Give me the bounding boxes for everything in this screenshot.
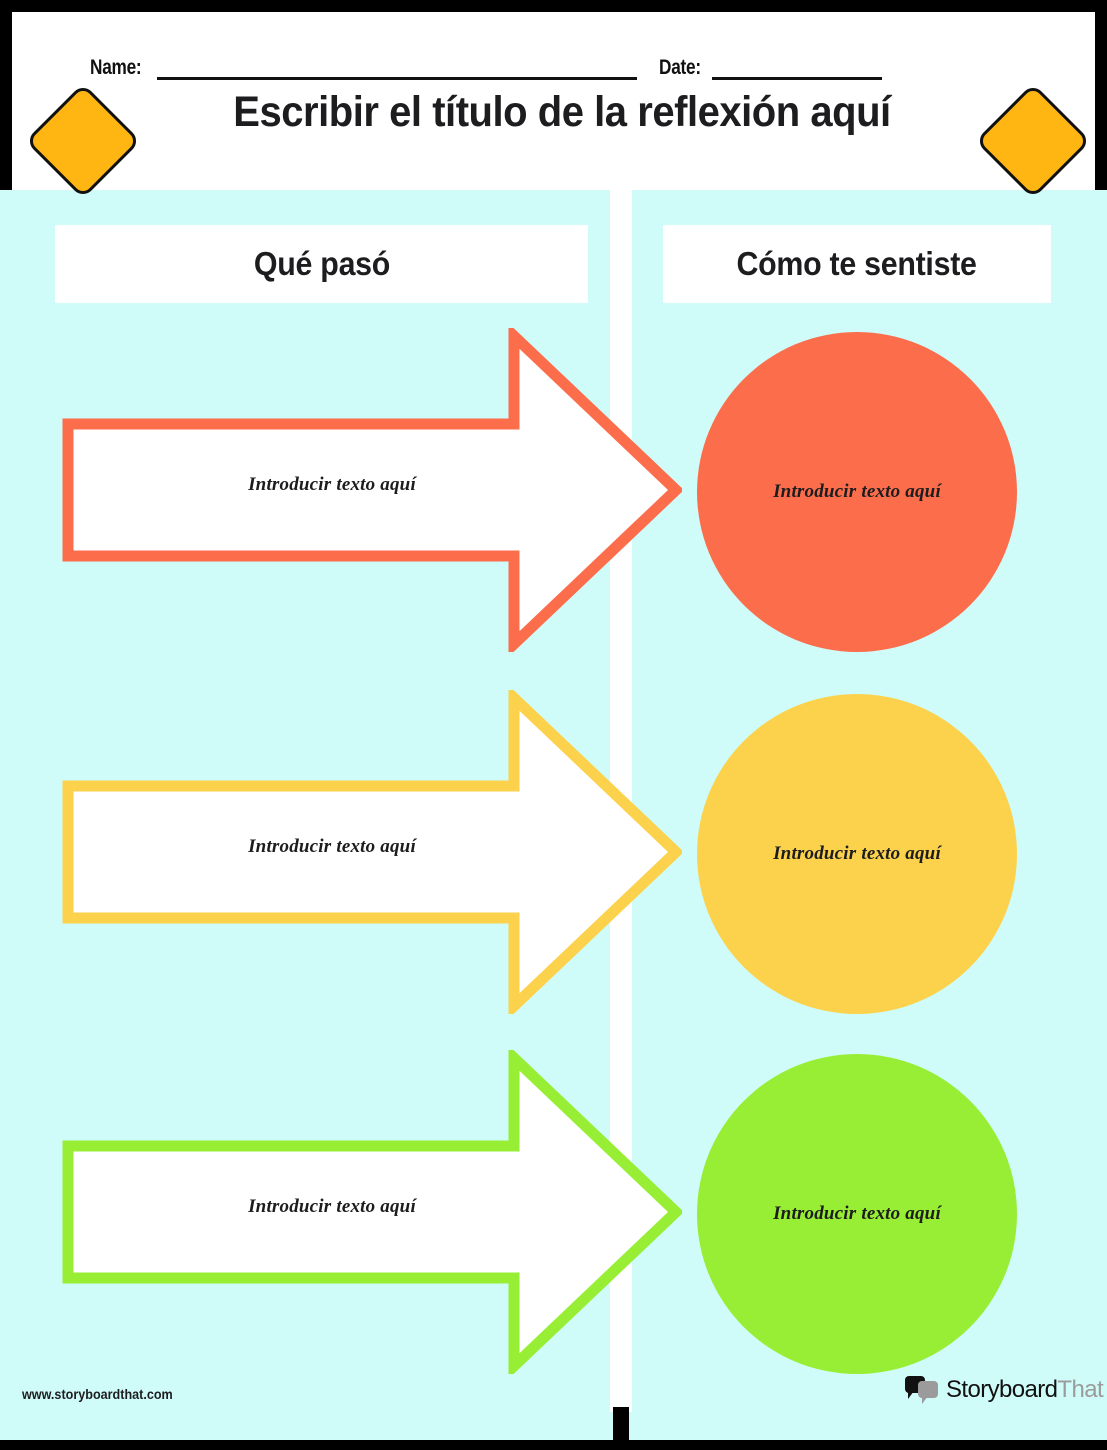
column-divider-stub <box>613 1407 629 1443</box>
arrow-icon <box>62 1050 682 1374</box>
storyboardthat-logo[interactable]: StoryboardThat <box>905 1376 1104 1404</box>
logo-text-primary: Storyboard <box>946 1376 1058 1403</box>
logo-wordmark: StoryboardThat <box>946 1376 1104 1404</box>
date-label: Date: <box>658 56 701 79</box>
header-band: Name: Date: Escribir el título de la ref… <box>12 12 1095 190</box>
page-title[interactable]: Escribir el título de la reflexión aquí <box>233 88 891 136</box>
reflection-row: Introducir texto aquí Introducir texto a… <box>0 310 1107 670</box>
column-header-label: Qué pasó <box>253 245 390 282</box>
logo-text-secondary: That <box>1057 1376 1104 1403</box>
column-header-how-you-felt: Cómo te sentiste <box>663 225 1051 303</box>
column-header-label: Cómo te sentiste <box>736 245 978 282</box>
arrow-shape[interactable]: Introducir texto aquí <box>62 1050 682 1374</box>
reflection-row: Introducir texto aquí Introducir texto a… <box>0 1032 1107 1392</box>
feeling-circle[interactable]: Introducir texto aquí <box>697 694 1017 1014</box>
arrow-text-placeholder[interactable]: Introducir texto aquí <box>248 1196 416 1217</box>
feeling-circle[interactable]: Introducir texto aquí <box>697 1054 1017 1374</box>
name-label: Name: <box>90 56 142 79</box>
speech-bubbles-icon <box>905 1376 939 1404</box>
footer-url[interactable]: www.storyboardthat.com <box>22 1386 173 1402</box>
speech-bubble-front-icon <box>918 1381 938 1404</box>
circle-text-placeholder[interactable]: Introducir texto aquí <box>773 1203 941 1224</box>
arrow-icon <box>62 328 682 652</box>
circle-text-placeholder[interactable]: Introducir texto aquí <box>773 843 941 864</box>
name-input-rule[interactable] <box>156 76 637 80</box>
circle-text-placeholder[interactable]: Introducir texto aquí <box>773 481 941 502</box>
date-input-rule[interactable] <box>711 76 882 80</box>
arrow-shape[interactable]: Introducir texto aquí <box>62 690 682 1014</box>
arrow-text-placeholder[interactable]: Introducir texto aquí <box>248 474 416 495</box>
arrow-shape[interactable]: Introducir texto aquí <box>62 328 682 652</box>
column-header-what-happened: Qué pasó <box>55 225 588 303</box>
feeling-circle[interactable]: Introducir texto aquí <box>697 332 1017 652</box>
arrow-text-placeholder[interactable]: Introducir texto aquí <box>248 836 416 857</box>
name-date-line: Name: Date: <box>90 46 1010 80</box>
reflection-row: Introducir texto aquí Introducir texto a… <box>0 672 1107 1032</box>
arrow-icon <box>62 690 682 1014</box>
